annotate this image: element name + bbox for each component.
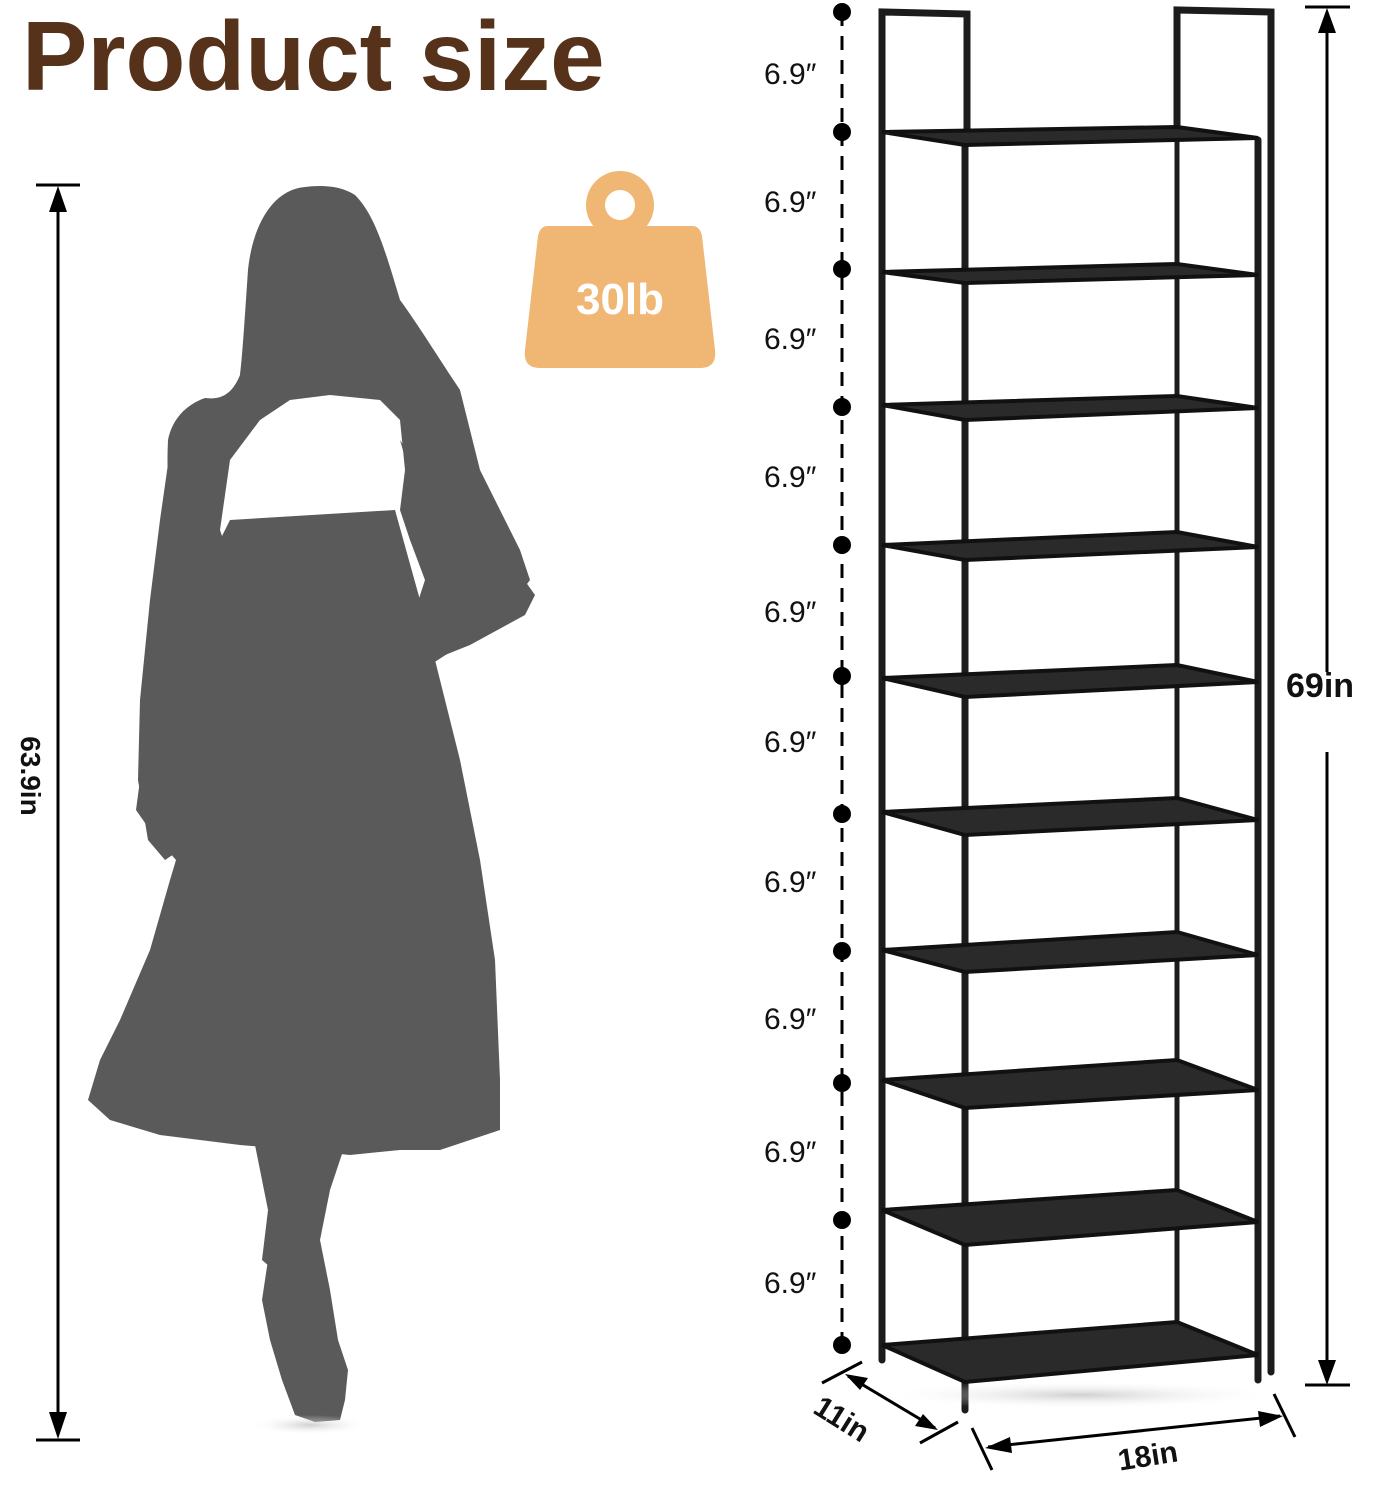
rack-shadow bbox=[880, 1381, 1280, 1409]
floor-shadow bbox=[250, 1415, 370, 1435]
weight-icon bbox=[524, 171, 716, 368]
rack-height-dimension bbox=[1305, 5, 1350, 1387]
tier-spacing-label: 6.9″ bbox=[764, 1267, 817, 1300]
rack-width-dimension bbox=[970, 1393, 1297, 1471]
weight-capacity-label: 30lb bbox=[575, 275, 665, 324]
rack-height-label: 69in bbox=[1286, 667, 1355, 705]
shoe-rack bbox=[878, 6, 1275, 1414]
tier-spacing-label: 6.9″ bbox=[764, 58, 817, 91]
rack-depth-dimension bbox=[821, 1360, 959, 1445]
woman-silhouette bbox=[88, 185, 535, 1422]
tier-spacing-label: 6.9″ bbox=[764, 1136, 817, 1169]
tier-spacing-label: 6.9″ bbox=[764, 726, 817, 759]
tier-spacing-label: 6.9″ bbox=[764, 186, 817, 219]
rack-shelves bbox=[881, 124, 1259, 1385]
tier-spacing-label: 6.9″ bbox=[764, 323, 817, 356]
person-height-dimension bbox=[36, 183, 80, 1442]
tier-spacing-label: 6.9″ bbox=[764, 1003, 817, 1036]
tier-spacing-label: 6.9″ bbox=[764, 596, 817, 629]
tier-spacing-label: 6.9″ bbox=[764, 461, 817, 494]
person-height-label: 63.9in bbox=[15, 736, 46, 816]
page-title: Product size bbox=[22, 1, 605, 111]
tier-spacing-label: 6.9″ bbox=[764, 866, 817, 899]
tier-spacing-dimension bbox=[833, 3, 851, 1354]
